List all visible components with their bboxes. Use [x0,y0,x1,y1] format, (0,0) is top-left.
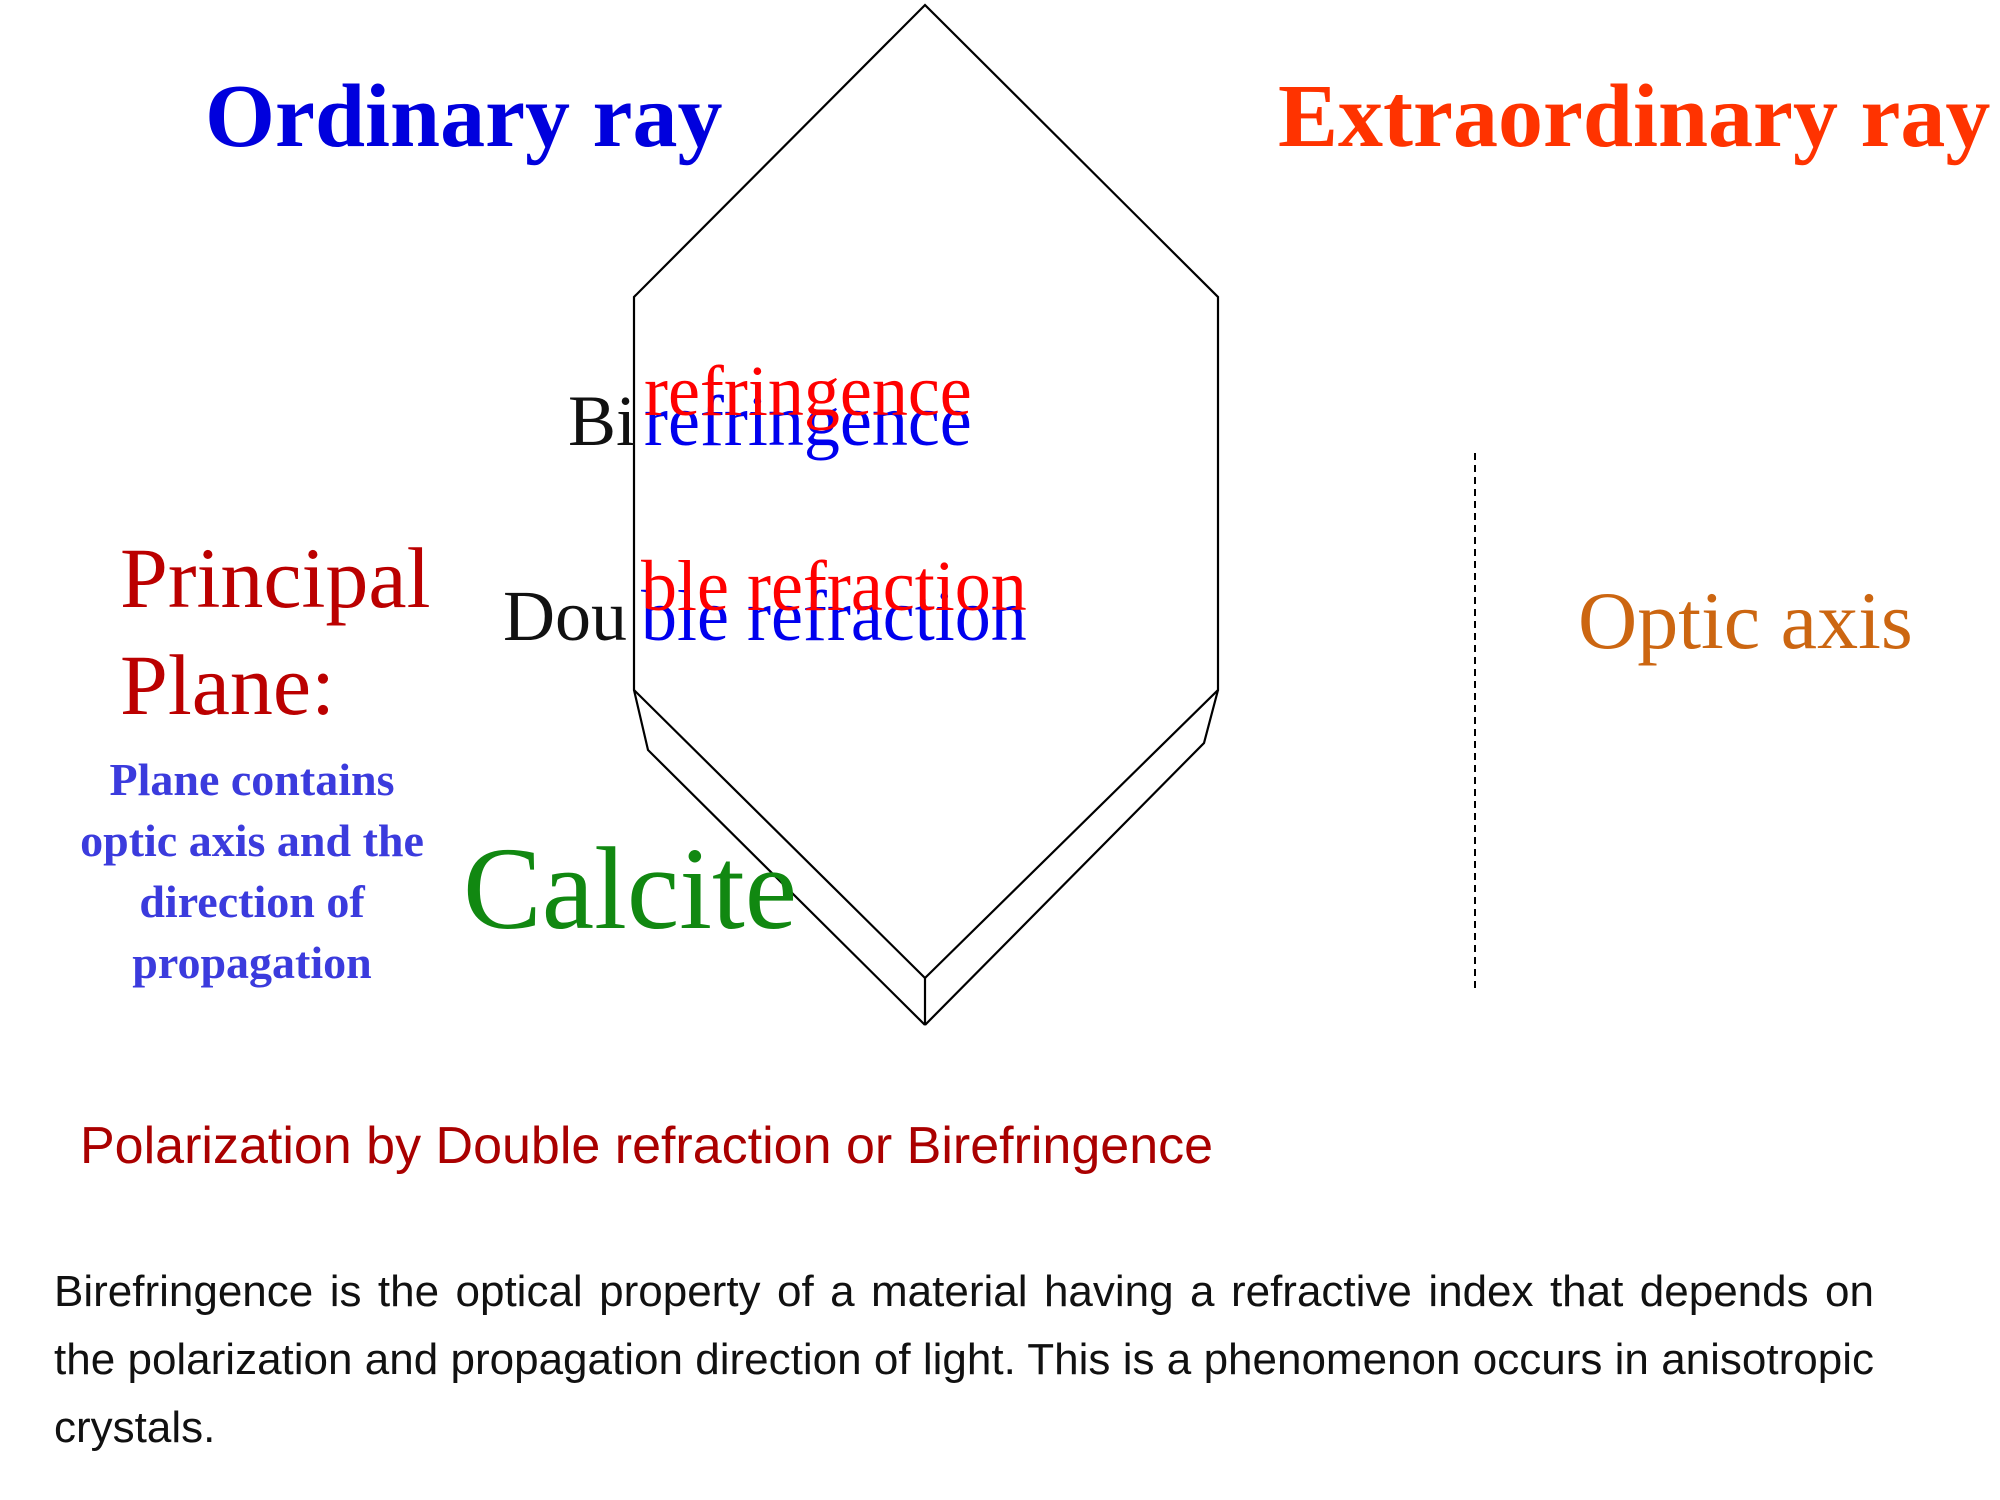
calcite-label: Calcite [463,823,798,954]
figure-caption: Polarization by Double refraction or Bir… [80,1117,1214,1175]
crystal-bottom-left-edge [632,689,926,1026]
crystal-bottom-right-edge [924,689,1220,1026]
double-refraction-blue-part: ble refraction [641,576,1027,656]
plane-definition-line2: optic axis and the [80,815,424,866]
ordinary-ray-heading: Ordinary ray [205,67,723,166]
plane-definition-line4: propagation [132,937,372,988]
extraordinary-ray-heading: Extraordinary ray [1278,67,1991,166]
double-refraction-red-part: ble refraction [641,546,1027,626]
principal-plane-line1: Principal [120,530,431,626]
optic-axis-label: Optic axis [1578,575,1913,666]
birefringence-definition-paragraph: Birefringence is the optical property of… [54,1267,1874,1452]
plane-definition-line1: Plane contains [109,754,395,805]
birefringence-blue-part: refringence [644,381,972,461]
plane-definition-line3: direction of [139,876,365,927]
birefringence-red-part: refringence [644,351,972,431]
double-refraction-black-part: Dou [503,576,627,656]
birefringence-black-part: Bi [568,381,637,461]
principal-plane-line2: Plane: [120,637,335,733]
